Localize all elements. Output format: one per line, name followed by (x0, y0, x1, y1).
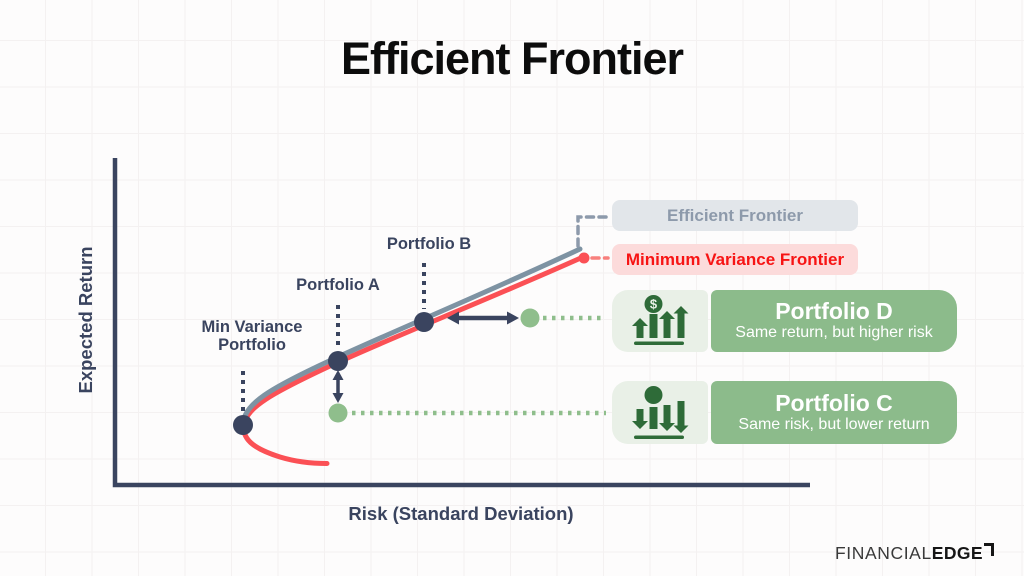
portfolio-d-description: Same return, but higher risk (735, 324, 933, 342)
minimum-variance-frontier-curve (241, 254, 586, 466)
y-axis-label: Expected Return (75, 246, 96, 394)
portfolio-c-description: Same risk, but lower return (738, 415, 930, 433)
min-variance-label-line2: Portfolio (218, 336, 286, 355)
min-variance-point (233, 415, 253, 435)
money-decline-icon (632, 385, 689, 439)
efficient-frontier-tag: Efficient Frontier (612, 200, 858, 231)
min-variance-label-line1: Min Variance (201, 318, 303, 336)
portfolio-c-callout: Portfolio C Same risk, but lower return (711, 381, 957, 444)
portfolio-a-label: Portfolio A (296, 276, 380, 294)
portfolio-b-label: Portfolio B (386, 235, 472, 253)
dollar-sign: $ (650, 297, 658, 312)
min-variance-frontier-tag: Minimum Variance Frontier (612, 244, 858, 275)
axes-lines (112, 158, 810, 488)
brand-logo: FINANCIALEDGE (835, 543, 994, 564)
efficient-frontier-connector (576, 215, 610, 248)
portfolio-c-point (328, 403, 348, 423)
portfolio-b-point (414, 312, 434, 332)
frontier-tip-point (578, 252, 590, 264)
x-axis-label: Risk (Standard Deviation) (348, 503, 574, 524)
portfolio-d-point (520, 308, 540, 328)
brand-logo-first: FINANCIAL (834, 543, 932, 563)
portfolio-d-callout: Portfolio D Same return, but higher risk (711, 290, 957, 352)
higher-risk-arrow (447, 311, 519, 325)
portfolio-a-point (328, 351, 348, 371)
efficient-frontier-curve (240, 246, 583, 425)
page-title: Efficient Frontier (340, 33, 684, 84)
brand-logo-second: EDGE (931, 543, 983, 563)
logo-corner-mark (984, 543, 994, 556)
portfolio-d-name: Portfolio D (775, 298, 893, 325)
lower-return-arrow (332, 370, 344, 403)
money-growth-icon: $ (632, 295, 689, 345)
portfolio-c-name: Portfolio C (775, 389, 893, 416)
min-variance-label: Min Variance Portfolio (167, 318, 337, 354)
portfolio-d-icon-tile: $ (612, 290, 708, 352)
portfolio-c-icon-tile (612, 381, 708, 444)
